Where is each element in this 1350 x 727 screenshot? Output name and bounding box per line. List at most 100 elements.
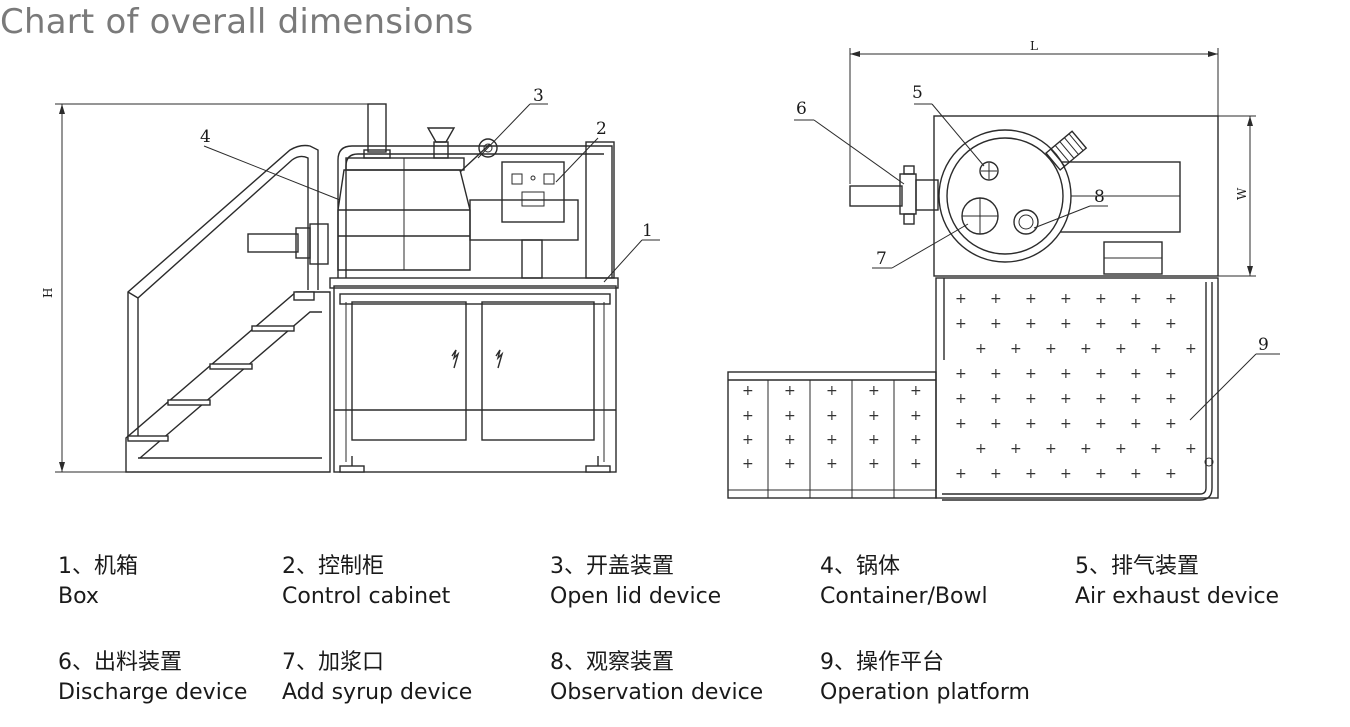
callout-7: 7: [876, 249, 887, 269]
page-title: Chart of overall dimensions: [0, 2, 474, 42]
svg-text:+: +: [1165, 291, 1177, 307]
svg-text:+: +: [1025, 466, 1037, 482]
svg-text:+: +: [910, 408, 922, 424]
svg-text:+: +: [1150, 441, 1162, 457]
legend-en: Add syrup device: [282, 680, 473, 705]
legend-en: Control cabinet: [282, 584, 451, 609]
legend-zh: 5、排气装置: [1075, 554, 1199, 579]
svg-text:+: +: [955, 366, 967, 382]
svg-text:+: +: [975, 341, 987, 357]
svg-text:+: +: [955, 291, 967, 307]
svg-text:+: +: [1130, 366, 1142, 382]
svg-text:+: +: [1130, 466, 1142, 482]
svg-text:+: +: [1060, 316, 1072, 332]
legend-en: Air exhaust device: [1075, 584, 1280, 609]
svg-text:+: +: [1130, 416, 1142, 432]
legend-zh: 9、操作平台: [820, 650, 944, 675]
svg-text:+: +: [1130, 316, 1142, 332]
svg-text:+: +: [1095, 291, 1107, 307]
svg-text:+: +: [784, 408, 796, 424]
svg-text:+: +: [1010, 441, 1022, 457]
svg-text:+: +: [742, 432, 754, 448]
legend-item-1: 1、机箱 Box: [58, 552, 138, 612]
callout-4: 4: [200, 127, 211, 147]
svg-text:+: +: [955, 466, 967, 482]
svg-text:+: +: [1025, 391, 1037, 407]
svg-text:+: +: [990, 391, 1002, 407]
legend-en: Box: [58, 584, 99, 609]
svg-text:+: +: [910, 456, 922, 472]
svg-text:+: +: [955, 416, 967, 432]
svg-text:+: +: [826, 456, 838, 472]
svg-text:+: +: [742, 383, 754, 399]
legend-item-9: 9、操作平台 Operation platform: [820, 648, 1030, 708]
callout-8: 8: [1094, 187, 1105, 207]
svg-text:+: +: [1060, 291, 1072, 307]
svg-text:+: +: [1165, 416, 1177, 432]
svg-text:+: +: [1025, 366, 1037, 382]
legend-item-3: 3、开盖装置 Open lid device: [550, 552, 721, 612]
svg-text:+: +: [1095, 391, 1107, 407]
svg-text:+: +: [1060, 416, 1072, 432]
svg-text:+: +: [868, 432, 880, 448]
svg-text:+: +: [1115, 441, 1127, 457]
svg-text:+: +: [742, 456, 754, 472]
legend-item-2: 2、控制柜 Control cabinet: [282, 552, 450, 612]
svg-text:+: +: [990, 366, 1002, 382]
svg-text:+: +: [784, 432, 796, 448]
callout-9: 9: [1258, 335, 1269, 355]
svg-text:+: +: [1010, 341, 1022, 357]
svg-text:+: +: [1025, 416, 1037, 432]
legend-zh: 6、出料装置: [58, 650, 182, 675]
legend-zh: 2、控制柜: [282, 554, 384, 579]
svg-text:+: +: [1025, 291, 1037, 307]
svg-text:+: +: [990, 466, 1002, 482]
svg-text:+: +: [1080, 441, 1092, 457]
svg-text:+: +: [1165, 366, 1177, 382]
svg-text:+: +: [868, 408, 880, 424]
svg-text:+: +: [1060, 391, 1072, 407]
svg-text:+: +: [742, 408, 754, 424]
svg-text:+: +: [1150, 341, 1162, 357]
svg-text:+: +: [955, 316, 967, 332]
dim-l-label: L: [1030, 39, 1038, 53]
svg-text:+: +: [910, 383, 922, 399]
legend-zh: 7、加浆口: [282, 650, 384, 675]
svg-text:+: +: [826, 432, 838, 448]
svg-text:+: +: [1025, 316, 1037, 332]
legend-en: Discharge device: [58, 680, 248, 705]
svg-text:+: +: [826, 408, 838, 424]
svg-text:+: +: [975, 441, 987, 457]
legend-item-4: 4、锅体 Container/Bowl: [820, 552, 988, 612]
legend-zh: 3、开盖装置: [550, 554, 674, 579]
svg-text:+: +: [1165, 466, 1177, 482]
legend-en: Open lid device: [550, 584, 722, 609]
svg-text:+: +: [1165, 316, 1177, 332]
svg-text:+: +: [868, 383, 880, 399]
svg-text:+: +: [1095, 366, 1107, 382]
legend-en: Container/Bowl: [820, 584, 988, 609]
legend-en: Observation device: [550, 680, 764, 705]
svg-text:+: +: [990, 316, 1002, 332]
top-view: L W: [727, 39, 1280, 501]
svg-text:+: +: [1060, 366, 1072, 382]
legend-item-8: 8、观察装置 Observation device: [550, 648, 763, 708]
svg-text:+: +: [784, 383, 796, 399]
legend-item-5: 5、排气装置 Air exhaust device: [1075, 552, 1279, 612]
dim-w-label: W: [1235, 187, 1249, 200]
callout-6: 6: [796, 99, 807, 119]
svg-text:+: +: [910, 432, 922, 448]
svg-text:+: +: [826, 383, 838, 399]
legend-item-6: 6、出料装置 Discharge device: [58, 648, 247, 708]
legend-item-7: 7、加浆口 Add syrup device: [282, 648, 472, 708]
svg-text:+: +: [1165, 391, 1177, 407]
svg-text:+: +: [1115, 341, 1127, 357]
svg-text:+: +: [1095, 466, 1107, 482]
svg-text:+: +: [1185, 341, 1197, 357]
svg-text:+: +: [1045, 441, 1057, 457]
svg-text:+: +: [955, 391, 967, 407]
front-view: H: [41, 86, 660, 473]
callout-1: 1: [642, 221, 653, 241]
platform-grid: +++++++ +++++++ +++++++ +++++++ +++++++ …: [742, 291, 1197, 482]
